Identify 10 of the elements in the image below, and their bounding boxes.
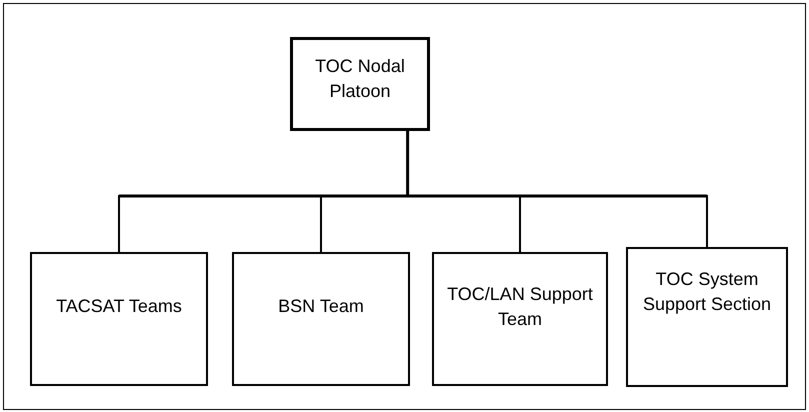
org-box (290, 37, 430, 131)
box-label: BSN Team (277, 295, 365, 318)
box-label: TOC/LAN Support Team (446, 283, 594, 331)
org-box (432, 252, 608, 386)
org-box (232, 252, 410, 386)
box-label: TOC System Support Section (642, 268, 772, 316)
box-label: TOC Nodal Platoon (314, 55, 406, 103)
org-box (626, 247, 788, 387)
box-label: TACSAT Teams (55, 295, 183, 318)
org-box (30, 252, 208, 386)
